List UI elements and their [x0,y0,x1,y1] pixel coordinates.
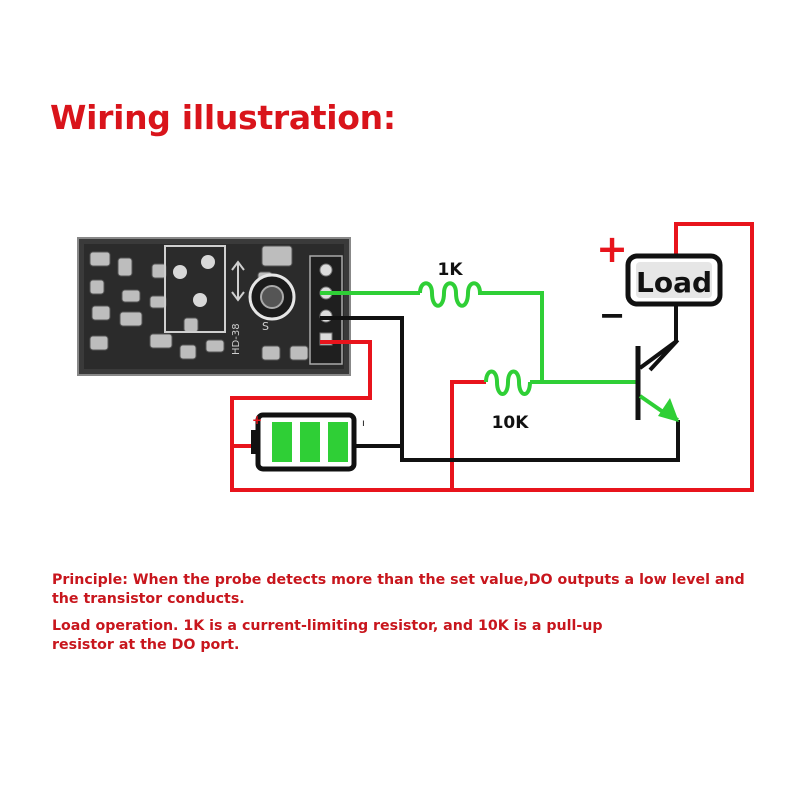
silk-s-text: S [262,320,269,333]
resistor-1k [418,281,482,308]
load-label: Load [636,266,712,299]
red-wire-pullup [450,380,486,490]
transistor [635,338,680,422]
green-wire-mid [482,291,544,382]
silk-model-text: HD-38 [231,323,242,355]
black-wire-ground [320,316,680,462]
sensor-module: HD-38 S [77,237,351,376]
r2-label: 10K [492,413,530,433]
red-wire-return [230,222,754,492]
load-minus-sign: − [599,296,626,334]
red-wire-module [230,340,372,448]
battery-plus-sign: + [252,413,262,427]
load-operation-paragraph: Load operation. 1K is a current-limiting… [52,618,603,653]
battery-minus-sign: ı [362,418,365,429]
battery: + ı [251,412,365,472]
resistor-10k [484,369,532,396]
r1-label: 1K [437,260,463,280]
load-box: Load [625,253,723,307]
load-plus-sign: + [596,227,628,271]
page-title: Wiring illustration: [50,98,396,137]
principle-paragraph: Principle: When the probe detects more t… [52,572,745,607]
